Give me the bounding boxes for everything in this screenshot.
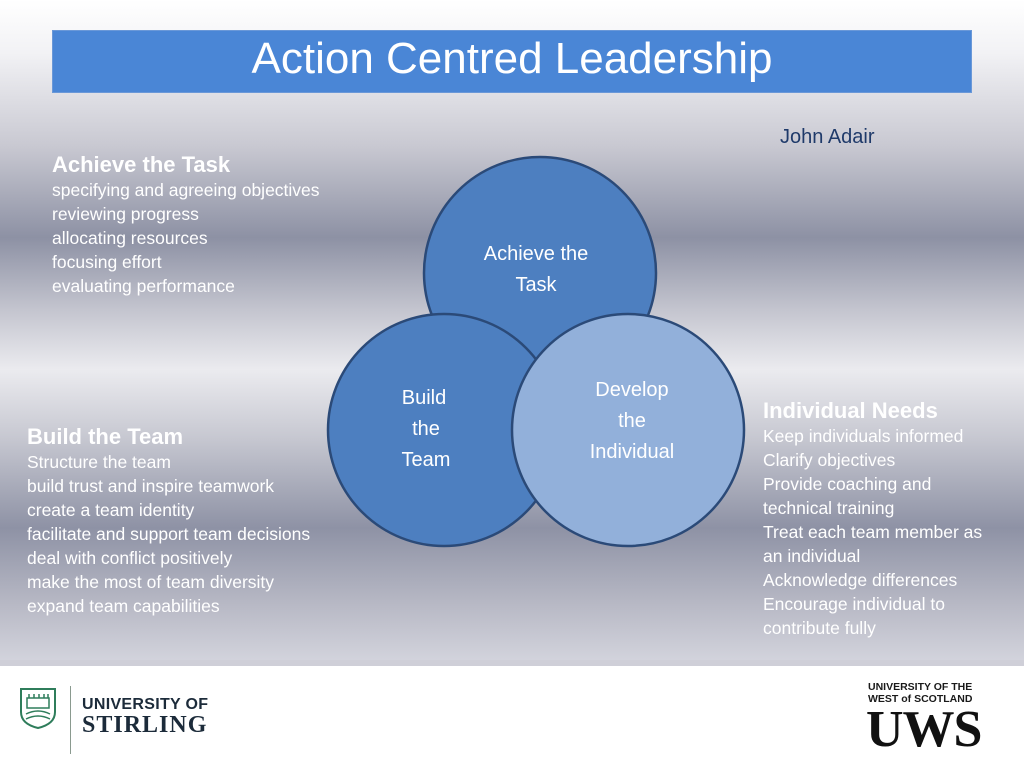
footer	[0, 666, 1024, 768]
list-item: make the most of team diversity	[27, 572, 275, 592]
circle-label-line: Build	[402, 387, 446, 409]
page-title: Action Centred Leadership	[251, 34, 773, 83]
circle-label-line: the	[412, 418, 440, 440]
circle-develop-individual	[510, 312, 746, 548]
list-item: Clarify objectives	[763, 450, 896, 470]
list-item: technical training	[763, 498, 895, 518]
list-item: an individual	[763, 546, 861, 566]
stirling-logo-name: STIRLING	[82, 712, 208, 738]
list-item: reviewing progress	[52, 204, 199, 224]
author-name: John Adair	[780, 126, 875, 148]
block-heading: Individual Needs	[763, 398, 938, 423]
circle-label-line: the	[618, 410, 646, 432]
logo-divider	[70, 686, 71, 754]
list-item: allocating resources	[52, 228, 208, 248]
uws-logo-mark: UWS	[866, 701, 982, 758]
list-item: focusing effort	[52, 252, 162, 272]
list-item: evaluating performance	[52, 276, 235, 296]
list-item: Structure the team	[27, 452, 171, 472]
circle-label-line: Team	[402, 449, 451, 471]
individual-needs-block: Individual Needs Keep individuals inform…	[763, 398, 982, 640]
list-item: specifying and agreeing objectives	[52, 180, 320, 200]
list-item: facilitate and support team decisions	[27, 524, 311, 544]
circle-label-line: Develop	[595, 379, 668, 401]
footer-band	[0, 660, 1024, 666]
stirling-crest-icon	[20, 688, 56, 730]
circle-label-line: Task	[515, 274, 557, 296]
list-item: Encourage individual to	[763, 594, 945, 614]
circle-label-line: Individual	[590, 441, 675, 463]
title-bar: Action Centred Leadership	[52, 30, 972, 93]
list-item: create a team identity	[27, 500, 195, 520]
block-heading: Achieve the Task	[52, 152, 231, 177]
list-item: Keep individuals informed	[763, 426, 964, 446]
list-item: Provide coaching and	[763, 474, 932, 494]
achieve-task-block: Achieve the Task specifying and agreeing…	[52, 152, 320, 298]
list-item: build trust and inspire teamwork	[27, 476, 275, 496]
uws-logo-text-2: WEST of SCOTLAND	[868, 693, 973, 705]
list-item: Treat each team member as	[763, 522, 983, 542]
build-team-block: Build the Team Structure the team build …	[27, 424, 310, 618]
circle-label-line: Achieve the	[484, 243, 589, 265]
stirling-logo-text: UNIVERSITY OF	[82, 696, 209, 713]
list-item: expand team capabilities	[27, 596, 220, 616]
list-item: contribute fully	[763, 618, 876, 638]
venn-diagram: Achieve the Task Build the Team Develop …	[326, 155, 746, 548]
uws-logo-text: UNIVERSITY OF THE	[868, 681, 973, 693]
list-item: deal with conflict positively	[27, 548, 233, 568]
list-item: Acknowledge differences	[763, 570, 958, 590]
block-heading: Build the Team	[27, 424, 184, 449]
